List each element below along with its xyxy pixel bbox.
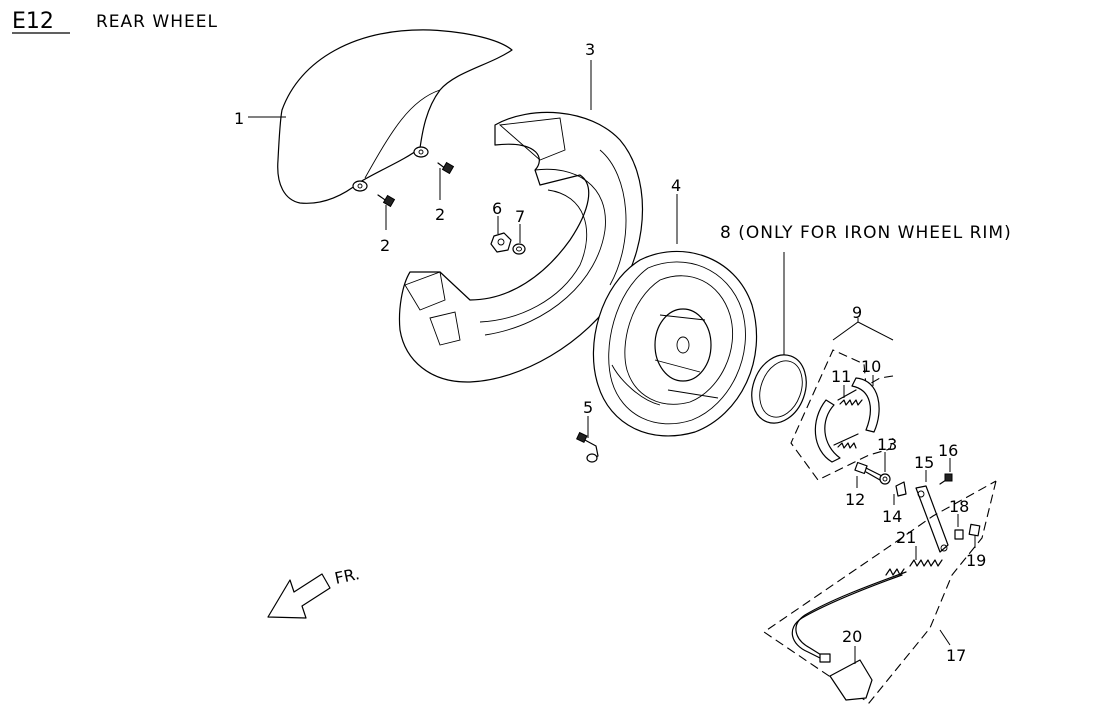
callout-20: 20 bbox=[842, 627, 862, 646]
callout-1: 1 bbox=[234, 109, 244, 128]
part-14-indicator bbox=[895, 481, 907, 497]
part-12-brake-cam bbox=[854, 461, 883, 481]
leader-lines bbox=[248, 60, 976, 664]
callout-labels: 1 2 2 3 4 5 6 7 8 (ONLY FOR IRON WHEEL R… bbox=[234, 40, 1012, 665]
callout-9: 9 bbox=[852, 303, 862, 322]
section-title: REAR WHEEL bbox=[96, 12, 218, 32]
part-15-brake-arm bbox=[915, 485, 949, 553]
callout-5: 5 bbox=[583, 398, 593, 417]
part-16-bolt bbox=[939, 473, 953, 485]
part-3-tire bbox=[398, 111, 644, 383]
callout-7: 7 bbox=[515, 207, 525, 226]
callout-14: 14 bbox=[882, 507, 902, 526]
callout-18: 18 bbox=[949, 497, 969, 516]
front-direction-label: FR. bbox=[333, 564, 361, 588]
part-18-pin bbox=[954, 529, 964, 540]
callout-6: 6 bbox=[492, 199, 502, 218]
callout-4: 4 bbox=[671, 176, 681, 195]
part-10-spring bbox=[837, 442, 857, 449]
part-11-spring bbox=[839, 399, 863, 406]
callout-15: 15 bbox=[914, 453, 934, 472]
part-4-wheel-rim bbox=[592, 250, 757, 437]
part-2-screws bbox=[377, 161, 455, 208]
callout-2a: 2 bbox=[435, 205, 445, 224]
callout-11: 11 bbox=[831, 367, 851, 386]
part-13-washer bbox=[879, 473, 891, 485]
callout-8: 8 (ONLY FOR IRON WHEEL RIM) bbox=[720, 223, 1012, 243]
brake-cable bbox=[791, 571, 907, 663]
callout-19: 19 bbox=[966, 551, 986, 570]
part-6-nut bbox=[490, 232, 512, 253]
part-1-rear-fender bbox=[277, 29, 513, 204]
callout-21: 21 bbox=[896, 528, 916, 547]
callout-10: 10 bbox=[861, 357, 881, 376]
part-21-spring bbox=[885, 559, 943, 576]
part-7-washer bbox=[512, 243, 526, 255]
section-code: E12 bbox=[12, 9, 54, 34]
callout-2b: 2 bbox=[380, 236, 390, 255]
callout-13: 13 bbox=[877, 435, 897, 454]
part-20-cable-guide bbox=[829, 659, 873, 701]
part-19-nut bbox=[968, 523, 981, 537]
callout-3: 3 bbox=[585, 40, 595, 59]
part-17-cable-assy bbox=[763, 480, 997, 704]
callout-12: 12 bbox=[845, 490, 865, 509]
callout-17: 17 bbox=[946, 646, 966, 665]
callout-16: 16 bbox=[938, 441, 958, 460]
front-direction-arrow: FR. bbox=[267, 564, 361, 619]
part-8-rim-band bbox=[751, 354, 807, 424]
part-5-tire-valve bbox=[576, 431, 599, 463]
diagram-header: E12 REAR WHEEL bbox=[12, 9, 218, 34]
